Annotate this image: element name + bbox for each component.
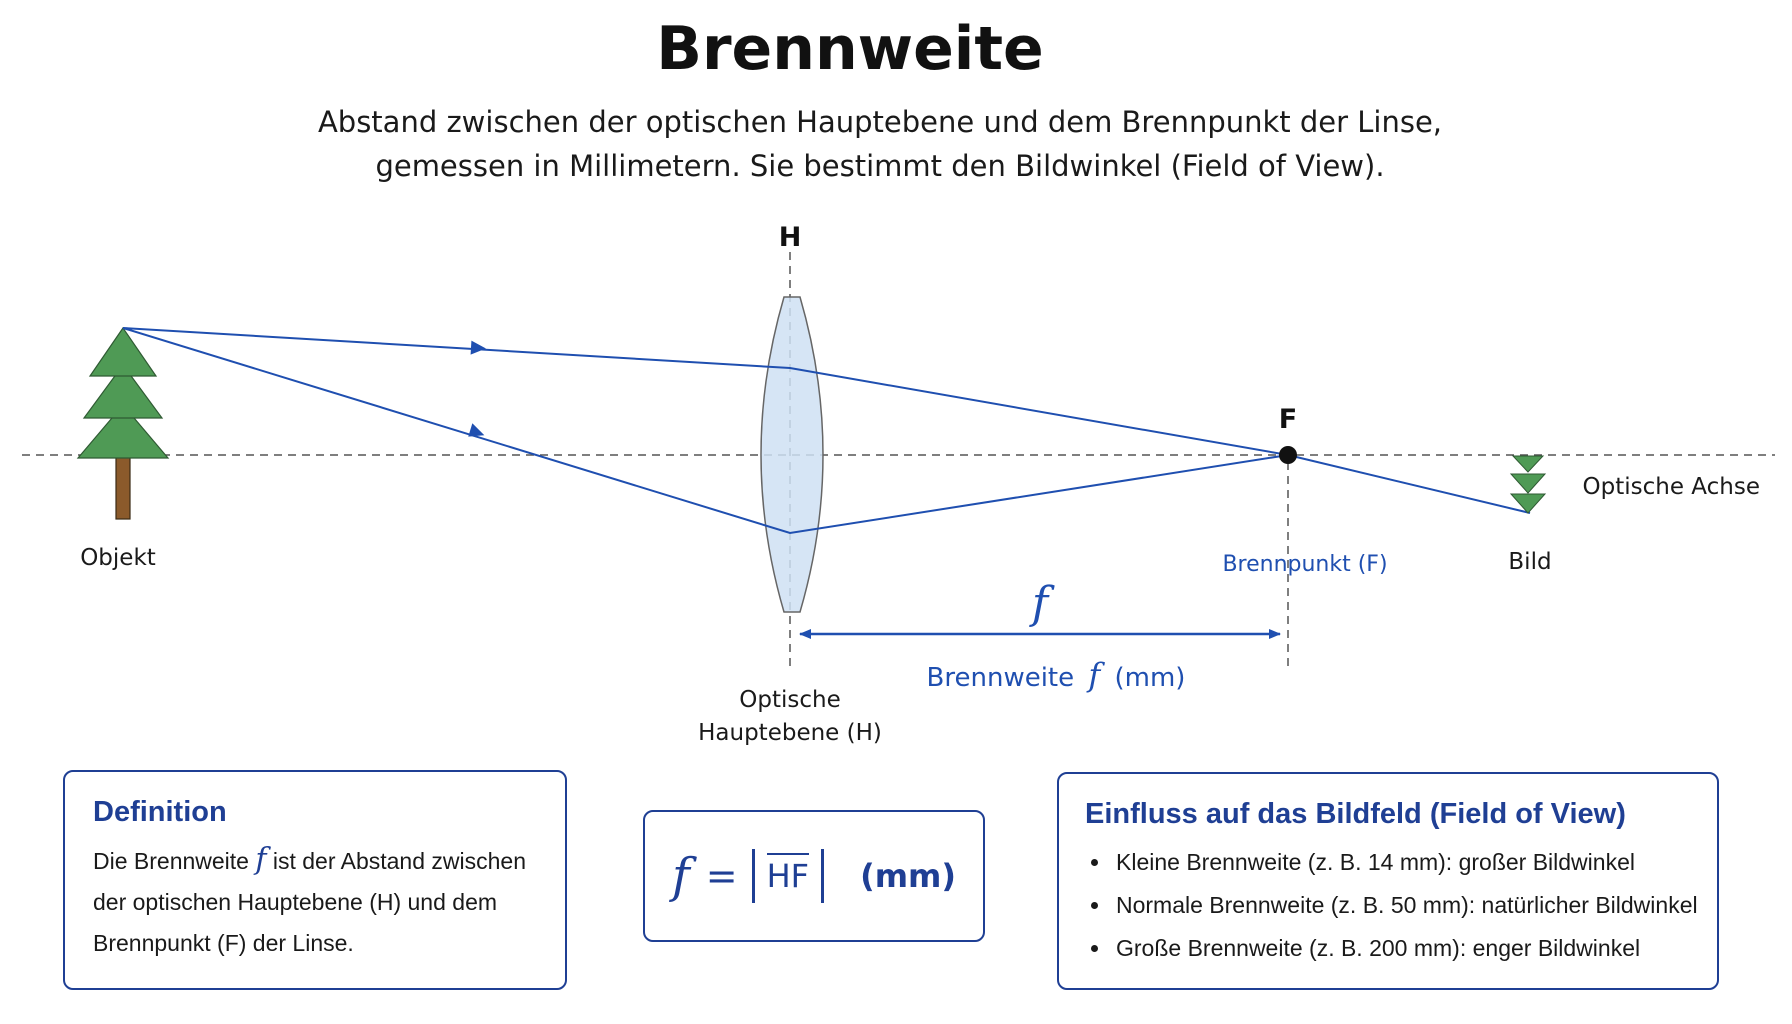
fov-list: Kleine Brennweite (z. B. 14 mm): großer …: [1085, 841, 1717, 970]
bullet-icon: [1091, 945, 1098, 952]
principal-plane-label-line1: Optische: [739, 687, 840, 713]
tree-icon: [76, 326, 170, 520]
fov-item-text: Normale Brennweite (z. B. 50 mm): natürl…: [1116, 892, 1698, 918]
h-label: H: [779, 222, 802, 253]
formula-box: f = HF (mm): [643, 810, 985, 942]
fov-box: Einfluss auf das Bildfeld (Field of View…: [1057, 772, 1719, 990]
definition-text: Die Brennweite f ist der Abstand zwische…: [93, 839, 553, 964]
list-item: Kleine Brennweite (z. B. 14 mm): großer …: [1085, 841, 1717, 884]
focal-point-icon: [1279, 446, 1297, 464]
page-subtitle: Abstand zwischen der optischen Haupteben…: [300, 100, 1460, 188]
fov-title: Einfluss auf das Bildfeld (Field of View…: [1085, 798, 1626, 830]
subtitle-line-1: Abstand zwischen der optischen Haupteben…: [317, 105, 1443, 139]
definition-line-2: der optischen Hauptebene (H) und dem: [93, 889, 498, 915]
formula-segment-hf: HF: [766, 853, 810, 895]
formula-unit: (mm): [860, 857, 956, 895]
fov-item-text: Große Brennweite (z. B. 200 mm): enger B…: [1116, 935, 1641, 961]
f-point-label: F: [1279, 404, 1297, 435]
ray-parallel: [122, 327, 1289, 456]
object-label: Objekt: [80, 545, 156, 571]
fov-item-text: Kleine Brennweite (z. B. 14 mm): großer …: [1116, 849, 1635, 875]
ray-arrow-1: [470, 340, 486, 355]
definition-text-before-f: Die Brennweite: [93, 848, 249, 874]
bullet-icon: [1091, 859, 1098, 866]
inverted-tree-icon: [1509, 455, 1547, 514]
image-label: Bild: [1508, 549, 1551, 575]
f-symbol-label: f: [1029, 578, 1055, 629]
bullet-icon: [1091, 902, 1098, 909]
definition-line-3: Brennpunkt (F) der Linse.: [93, 930, 354, 956]
ray-arrow-2: [468, 423, 485, 437]
definition-title: Definition: [93, 796, 227, 828]
formula-equals: =: [705, 854, 738, 898]
focal-point-label: Brennpunkt (F): [1222, 552, 1387, 577]
axis-label: Optische Achse: [1583, 474, 1760, 500]
definition-f-symbol: f: [255, 842, 267, 877]
focal-length-label: Brennweite f (mm): [927, 656, 1186, 694]
optics-diagram: H F Objekt Bild Optische Achse Brennpunk…: [22, 222, 1775, 746]
formula-absolute-value: HF: [751, 849, 825, 903]
formula: f = HF (mm): [645, 812, 983, 940]
focal-length-f: f: [1086, 656, 1105, 694]
light-rays: [122, 327, 1531, 535]
lens-icon: [760, 296, 824, 613]
focal-length-suffix: (mm): [1115, 663, 1186, 693]
definition-text-after-f: ist der Abstand zwischen: [272, 848, 526, 874]
list-item: Große Brennweite (z. B. 200 mm): enger B…: [1085, 927, 1717, 970]
definition-line-1: Die Brennweite f ist der Abstand zwische…: [93, 839, 553, 882]
formula-f-symbol: f: [671, 848, 690, 904]
focal-length-prefix: Brennweite: [927, 663, 1075, 693]
principal-plane-label-line2: Hauptebene (H): [698, 720, 882, 746]
subtitle-line-2: gemessen in Millimetern. Sie bestimmt de…: [375, 149, 1385, 183]
ray-continuation: [1287, 454, 1531, 514]
page-title: Brennweite: [656, 14, 1044, 84]
list-item: Normale Brennweite (z. B. 50 mm): natürl…: [1085, 884, 1717, 927]
ray-oblique: [122, 327, 1289, 535]
definition-box: Definition Die Brennweite f ist der Abst…: [63, 770, 567, 990]
